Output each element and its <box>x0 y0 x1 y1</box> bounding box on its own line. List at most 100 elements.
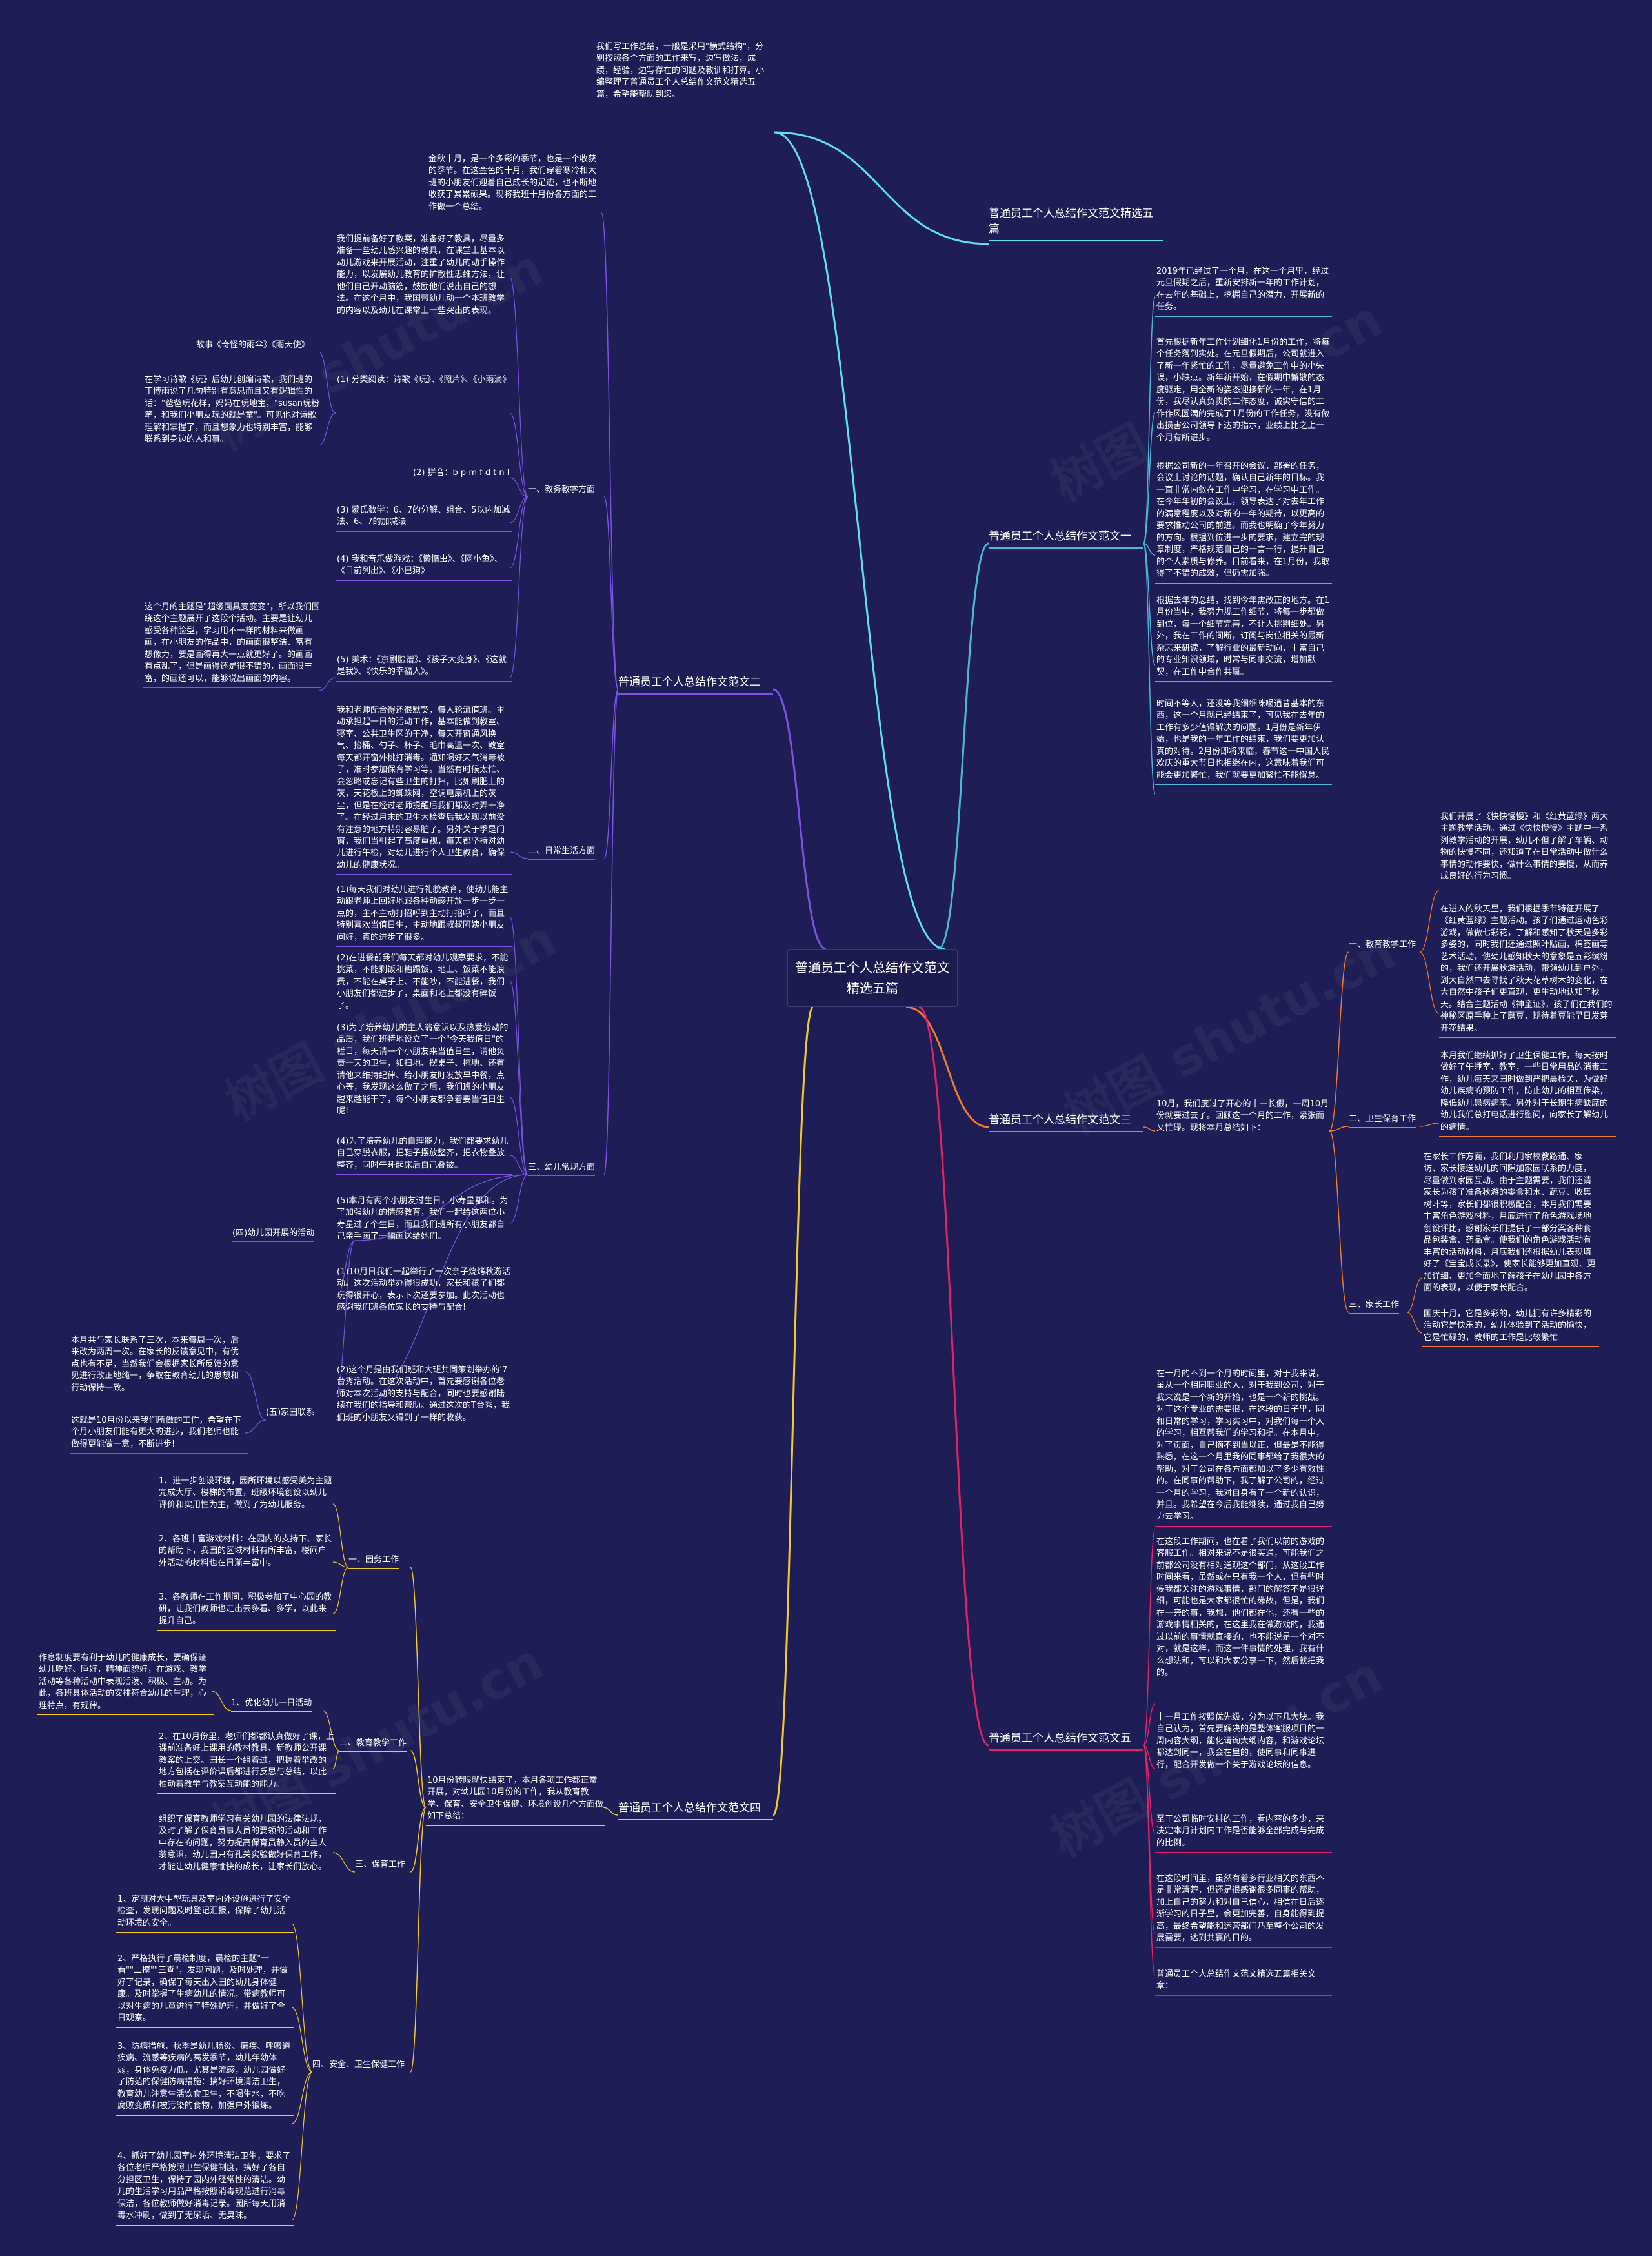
connector-two-sD-2 <box>335 1240 356 1395</box>
essay-two-section-routine[interactable]: 三、幼儿常规方面 <box>528 1162 596 1177</box>
essay-four-section-safety[interactable]: 四、安全、卫生保健工作 <box>312 2059 405 2074</box>
connector-two-story <box>318 351 336 414</box>
essay-three-teaching-p1: 我们开展了《快快慢慢》和《红黄蓝绿》两大主题教学活动。通过《快快慢慢》主题中一系… <box>1439 810 1616 886</box>
connector-essay-five-3 <box>1143 1745 1156 1769</box>
essay-three-section-teaching[interactable]: 一、教育教学工作 <box>1349 939 1416 954</box>
essay-two-home-school-p1: 本月共与家长联系了三次，本来每周一次，后来改为两周一次。在家长的反馈意见中，有优… <box>70 1334 248 1398</box>
connector-two-sE-2 <box>245 1419 267 1434</box>
essay-five-paragraph-4: 至于公司临时安排的工作，看内容的多少，来决定本月计划内工作是否能够全部完成与完成… <box>1155 1813 1332 1853</box>
connector-four-sA-1 <box>332 1503 349 1568</box>
branch-essay-two[interactable]: 普通员工个人总结作文范文二 <box>618 675 773 695</box>
branch-essay-four[interactable]: 普通员工个人总结作文范文四 <box>618 1801 773 1820</box>
connector-four-sD-1 <box>291 1923 313 2073</box>
connector-four-sA-2 <box>332 1561 349 1568</box>
essay-four-admin-p1: 1、进一步创设环境，园所环境以感受美为主题完成大厅、楼梯的布置，班级环境创设以幼… <box>157 1474 336 1515</box>
essay-two-routine-p1: (1)每天我们对幼儿进行礼貌教育，使幼儿能主动跟老师上回好地跟各种动感开放一步一… <box>336 883 512 948</box>
connector-two-art-theme <box>318 677 336 691</box>
essay-four-optimize-daily[interactable]: 1、优化幼儿一日活动 <box>231 1698 312 1712</box>
branch-essay-five[interactable]: 普通员工个人总结作文范文五 <box>989 1731 1143 1751</box>
connector-two-sA-2 <box>509 412 529 498</box>
essay-four-section-admin[interactable]: 一、园务工作 <box>348 1554 399 1569</box>
essay-two-section-home-school[interactable]: (五)家园联系 <box>266 1407 315 1422</box>
connector-essay-three-desc <box>1143 1126 1156 1132</box>
connector-four-sC-1 <box>332 1852 356 1873</box>
connector-two-intro <box>601 212 619 690</box>
connector-three-s1 <box>1329 951 1349 1132</box>
essay-one-paragraph-5: 时间不等人，还没等我细细咪嚼逍昔基本的东西，这一个月就已经结束了，可见我在去年的… <box>1155 697 1332 786</box>
connector-two-sA <box>603 496 619 690</box>
essay-four-schedule-p1: 作息制度要有利于幼儿的健康成长，要确保证幼儿吃好、睡好，精神面貌好，在游戏、教学… <box>37 1651 214 1716</box>
connector-three-s2-p1 <box>1419 1123 1440 1127</box>
connector-two-sA-3 <box>509 477 529 498</box>
essay-four-section-care[interactable]: 三、保育工作 <box>355 1859 406 1874</box>
connector-essay-one-1 <box>1143 296 1156 544</box>
connector-branch-selected <box>774 131 989 245</box>
central-topic[interactable]: 普通员工个人总结作文范文精选五篇 <box>787 949 958 1007</box>
essay-one-paragraph-3: 根据公司新的一年召开的会议，部署的任务，会议上讨论的话题，确认自己新年的目标。我… <box>1155 460 1332 584</box>
essay-two-routine-p2: (2)在进餐前我们每天都对幼儿观察要求，不能挑菜，不能剩饭和糟蹋饭，地上、饭菜不… <box>336 951 512 1016</box>
essay-three-parents-p1: 在家长工作方面，我们利用家校教路通、家访、家长接送幼儿的间隙加家园联系的力度，尽… <box>1422 1150 1599 1298</box>
connector-two-sC-2 <box>509 981 529 1175</box>
connector-two-sA-5 <box>509 496 529 569</box>
essay-five-paragraph-3: 十一月工作按照优先级，分为以下几大块。我自己认为，首先要解决的是整体客服项目的一… <box>1155 1711 1332 1775</box>
essay-five-paragraph-1: 在十月的不到一个月的时间里，对于我来说，虽从一个相同职业的人，对于我到公司，对于… <box>1155 1367 1332 1527</box>
connector-four-sB-p2 <box>332 1750 340 1769</box>
connector-two-sD-1 <box>335 1240 356 1298</box>
essay-two-item-art: (5) 美术：《京剧脸谱》、《孩子大变身》、《这就是我》、《快乐的幸福人》。 <box>336 653 512 682</box>
branch-title-line2: 篇 <box>989 222 1000 236</box>
essay-four-admin-p3: 3、各教师在工作期间，积极参加了中心园的教研，让我们教师也走出去多看、多学，以此… <box>157 1590 336 1631</box>
connector-intro <box>774 131 945 950</box>
essay-three-section-parents[interactable]: 三、家长工作 <box>1349 1299 1400 1314</box>
connector-two-sE-1 <box>245 1371 267 1421</box>
connector-two-sB-1 <box>509 851 529 859</box>
branch-selected-five[interactable]: 普通员工个人总结作文范文精选五 篇 <box>989 207 1163 241</box>
branch-essay-three[interactable]: 普通员工个人总结作文范文三 <box>989 1113 1143 1132</box>
essay-two-section-activities[interactable]: (四)幼儿园开展的活动 <box>232 1228 315 1243</box>
connector-four-desc <box>602 1807 619 1816</box>
connector-essay-five-2 <box>1143 1703 1156 1746</box>
connector-two-sA-4 <box>509 496 529 523</box>
connector-four-sD-2 <box>291 2007 313 2073</box>
essay-two-section-daily-life[interactable]: 二、日常生活方面 <box>528 846 596 860</box>
connector-four-sC <box>410 1807 427 1873</box>
connector-four-sB-opt <box>322 1710 340 1751</box>
connector-two-sC-4 <box>509 1155 529 1175</box>
essay-one-paragraph-4: 根据去年的总结，找到今年需改正的地方。在1月份当中，我努力规工作细节，将每一步都… <box>1155 594 1332 682</box>
connector-two-sA-1 <box>509 277 529 498</box>
intro-text: 我们写工作总结，一般是采用"横式结构"，分别按照各个方面的工作来写，边写做法，成… <box>596 42 765 99</box>
connector-branch-four <box>772 1006 814 1816</box>
essay-two-intro: 金秋十月，是一个多彩的季节，也是一个收获的季节。在这金色的十月，我们穿着寒冷和大… <box>427 152 604 217</box>
essay-two-section-teaching[interactable]: 一、教务教学方面 <box>528 484 596 499</box>
connector-two-sB <box>603 689 619 859</box>
essay-three-hygiene-p1: 本月我们继续抓好了卫生保健工作，每天按时做好了午睡室、教室，一些日常用品的消毒工… <box>1439 1049 1616 1137</box>
essay-four-safety-p4: 4、抓好了幼儿园室内外环境清洁卫生，要求了各位老师严格按照卫生保健制度，搞好了各… <box>116 2149 294 2226</box>
essay-three-section-hygiene[interactable]: 二、卫生保育工作 <box>1349 1113 1416 1128</box>
connector-four-sD <box>410 1807 427 2073</box>
essay-three-parents-p2: 国庆十月，它是多彩的，幼儿拥有许多精彩的活动它是快乐的，幼儿体验到了活动的愉快，… <box>1422 1307 1599 1348</box>
essay-five-paragraph-2: 在这段工作期间，也在看了我们以前的游戏的客服工作。相对来说不是很买通，可能我们之… <box>1155 1535 1332 1683</box>
connector-three-s1-p2 <box>1419 951 1440 1014</box>
connector-three-s3-p1 <box>1406 1277 1423 1313</box>
essay-four-admin-p2: 2、各班丰富游戏材料：在园内的支持下、家长的帮助下，我园的区域材料有所丰富，楼间… <box>157 1532 336 1573</box>
essay-two-item-math: (3) 蒙氏数学：6、7的分解、组合、5以内加减法、6、7的加减法 <box>336 503 512 532</box>
connector-two-sA-6 <box>509 496 529 678</box>
connector-four-sD-4 <box>291 2071 313 2221</box>
essay-five-related-articles[interactable]: 普通员工个人总结作文范文精选五篇相关文章： <box>1155 1967 1332 1996</box>
connector-two-sC <box>603 689 619 1175</box>
connector-essay-one-2 <box>1143 412 1156 544</box>
essay-two-item-pinyin: (2) 拼音：b p m f d t n l <box>412 466 512 483</box>
essay-one-paragraph-1: 2019年已经过了一个月，在这一个月里，经过元旦假期之后，重新安排新一年的工作计… <box>1155 265 1332 317</box>
essay-four-section-teaching[interactable]: 二、教育教学工作 <box>339 1738 407 1753</box>
connector-four-sA <box>410 1567 427 1808</box>
connector-four-opt-p1 <box>211 1691 232 1711</box>
connector-essay-one-5 <box>1143 543 1156 795</box>
essay-four-safety-p2: 2、严格执行了晨检制度，晨检的主题"一看""二摸""三查"，发现问题，及时处理，… <box>116 1952 294 2028</box>
essay-two-daily-p1: 我和老师配合得还很默契，每人轮流值班。主动承担起一日的活动工作，基本能做到教室、… <box>336 704 512 875</box>
essay-one-paragraph-2: 首先根据新年工作计划细化1月份的工作，将每个任务落到实处。在元旦假期后，公司就进… <box>1155 336 1332 448</box>
connector-branch-two <box>772 688 827 950</box>
essay-two-item-reading: (1) 分类阅读：诗歌《玩》、《照片》、《小雨滴》 <box>336 373 512 390</box>
essay-two-routine-p5: (5)本月有两个小朋友过生日，小寿星都和。为了加强幼儿的情感教育，我们一起给这两… <box>336 1194 512 1246</box>
branch-essay-one[interactable]: 普通员工个人总结作文范文一 <box>989 529 1143 549</box>
connector-two-sE <box>335 1174 529 1421</box>
